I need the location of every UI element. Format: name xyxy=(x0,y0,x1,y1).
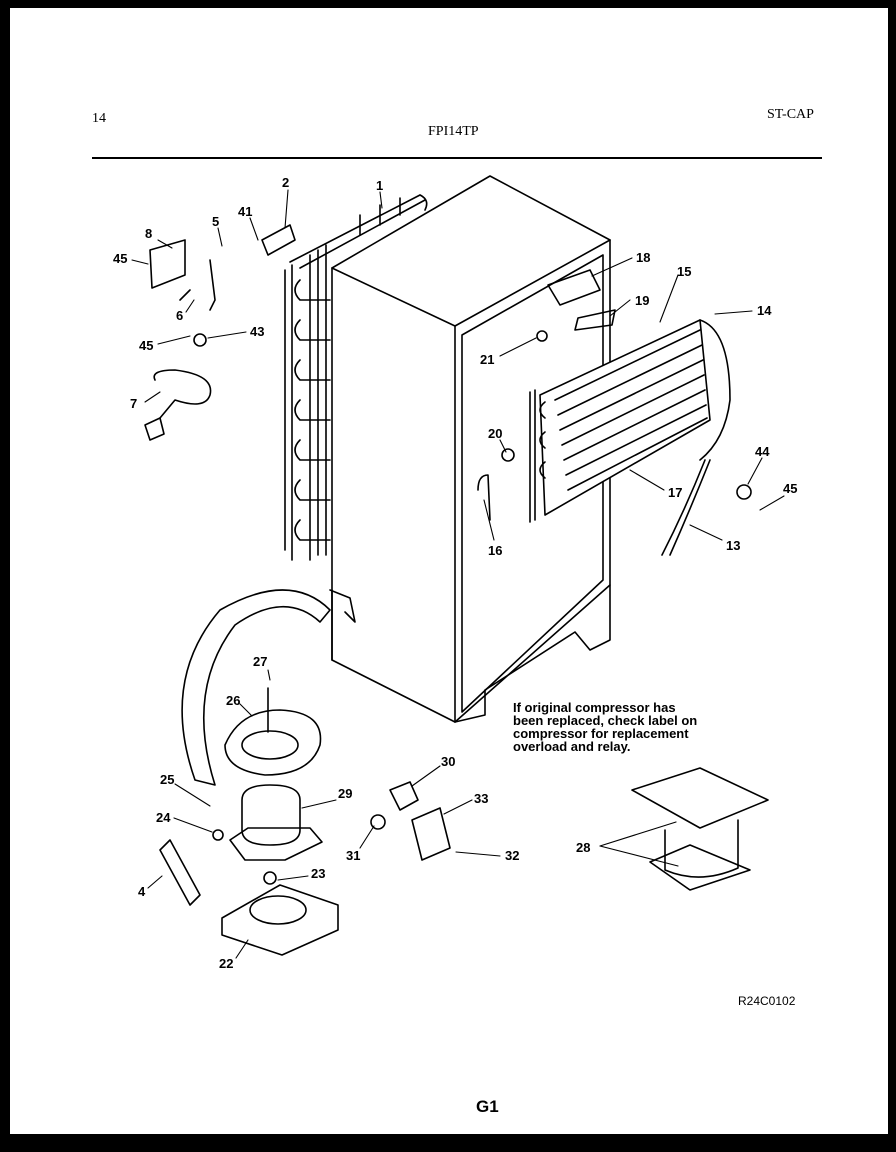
note-line: overload and relay. xyxy=(513,739,631,754)
bracket xyxy=(149,239,186,289)
drain-channel xyxy=(547,269,601,306)
compressor-note: If original compressor has been replaced… xyxy=(513,701,773,753)
compressor-base xyxy=(221,884,339,956)
callout: 29 xyxy=(338,786,352,801)
callout: 16 xyxy=(488,543,502,558)
callout: 17 xyxy=(668,485,682,500)
condenser-coil xyxy=(284,194,428,561)
drawing-code: R24C0102 xyxy=(738,994,796,1008)
callout: 15 xyxy=(677,264,691,279)
capillary-tube xyxy=(669,459,711,556)
drain-hose xyxy=(181,589,331,786)
model-number: FPI14TP xyxy=(428,124,479,139)
callout: 30 xyxy=(441,754,455,769)
note-line: been replaced, check label on xyxy=(513,713,698,728)
callout: 23 xyxy=(311,866,325,881)
callout: 14 xyxy=(757,303,772,318)
edge-tab xyxy=(0,896,10,920)
callout: 45 xyxy=(783,481,797,496)
callout: 33 xyxy=(474,791,488,806)
callout: 1 xyxy=(376,178,383,193)
callout: 2 xyxy=(282,175,289,190)
callout: 7 xyxy=(130,396,137,411)
callout: 8 xyxy=(145,226,152,241)
leader-lines xyxy=(131,189,785,959)
callout: 4 xyxy=(138,884,146,899)
drain-pan xyxy=(224,709,322,776)
dryer xyxy=(159,839,201,906)
evaporator xyxy=(529,319,731,523)
page-code: G1 xyxy=(476,1097,499,1116)
callout: 45 xyxy=(139,338,153,353)
callout: 24 xyxy=(156,810,171,825)
callout: 5 xyxy=(212,214,219,229)
callout: 44 xyxy=(755,444,770,459)
overload xyxy=(411,807,451,861)
callout: 21 xyxy=(480,352,494,367)
section-code: ST-CAP xyxy=(767,107,814,122)
header-rule xyxy=(92,157,822,159)
callout-labels: 1 2 41 8 5 45 6 43 45 7 18 15 19 14 21 2… xyxy=(113,175,797,971)
callout: 43 xyxy=(250,324,264,339)
callout: 26 xyxy=(226,693,240,708)
callout: 20 xyxy=(488,426,502,441)
callout: 28 xyxy=(576,840,590,855)
callout: 18 xyxy=(636,250,650,265)
compressor xyxy=(229,784,323,861)
callout: 31 xyxy=(346,848,360,863)
callout: 25 xyxy=(160,772,174,787)
note-line: compressor for replacement xyxy=(513,726,689,741)
callout: 13 xyxy=(726,538,740,553)
relay xyxy=(389,781,419,811)
callout: 19 xyxy=(635,293,649,308)
alternate-compressor xyxy=(631,767,769,891)
callout: 27 xyxy=(253,654,267,669)
callout: 45 xyxy=(113,251,127,266)
cabinet xyxy=(331,175,611,723)
note-line: If original compressor has xyxy=(513,700,676,715)
callout: 32 xyxy=(505,848,519,863)
callout: 41 xyxy=(238,204,252,219)
callout: 6 xyxy=(176,308,183,323)
power-cord xyxy=(149,369,212,431)
page-number: 14 xyxy=(92,111,106,126)
callout: 22 xyxy=(219,956,233,971)
cover xyxy=(261,224,296,256)
